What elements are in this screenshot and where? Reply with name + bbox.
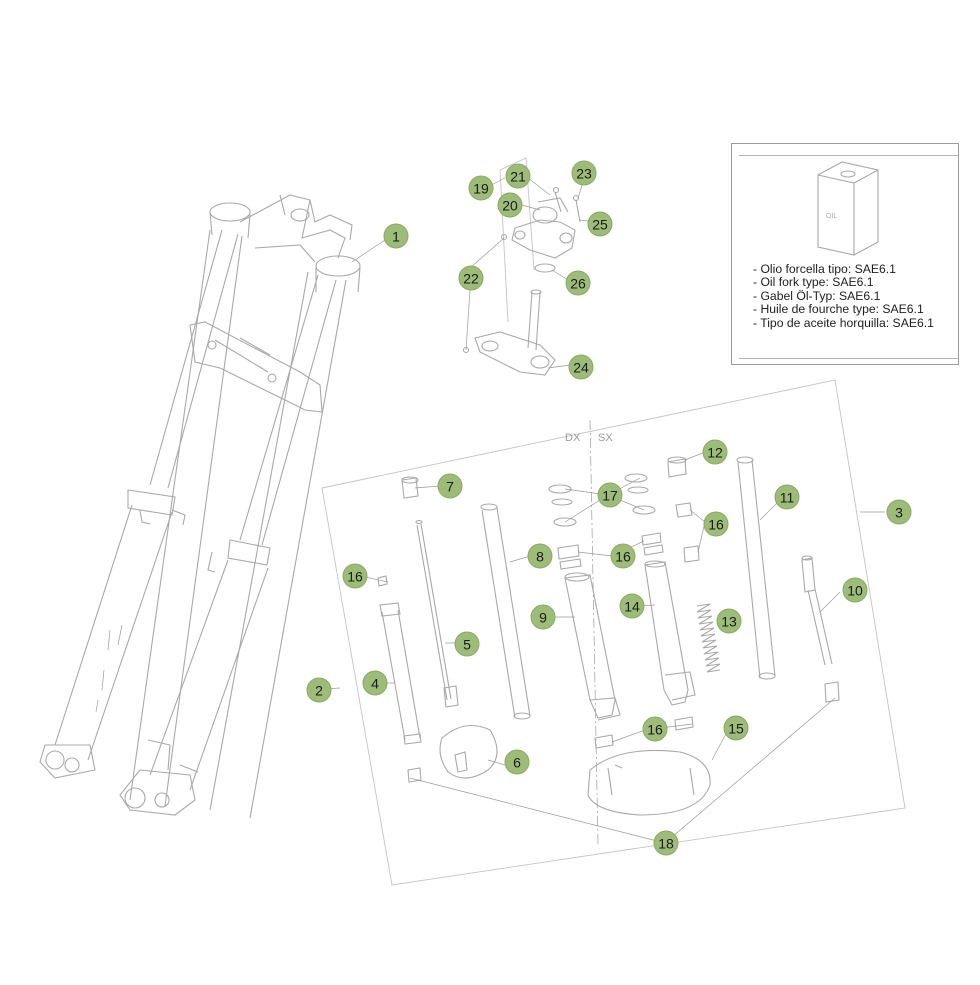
callout-number: 12 <box>707 445 723 461</box>
oil-info-line: - Oil fork type: SAE6.1 <box>753 275 874 290</box>
callout-bubble <box>383 223 409 249</box>
callout-number: 18 <box>658 836 674 852</box>
callout-number: 13 <box>721 614 737 630</box>
callout-number: 14 <box>624 599 640 615</box>
callout-group: 1234567891011121314151616161617181920212… <box>306 160 912 856</box>
callout-bubble <box>571 160 597 186</box>
callout-number: 24 <box>573 360 589 376</box>
callout-bubble <box>527 543 553 569</box>
oil-info-line: - Tipo de aceite horquilla: SAE6.1 <box>753 315 934 330</box>
steering-leaders <box>351 175 596 369</box>
callout-bubble <box>702 439 728 465</box>
callout-number: 3 <box>895 505 903 521</box>
callout-number: 10 <box>847 583 863 599</box>
callout-bubble <box>497 192 523 218</box>
callout-bubble <box>587 211 613 237</box>
callout-bubble <box>504 749 530 775</box>
callout-bubble <box>619 593 645 619</box>
callout-bubble <box>565 270 591 296</box>
callout-number: 1 <box>392 229 400 245</box>
callout-bubble <box>642 716 668 742</box>
callout-number: 11 <box>780 490 795 506</box>
callout-number: 16 <box>708 517 724 533</box>
callout-number: 21 <box>510 169 526 185</box>
callout-bubble <box>774 484 800 510</box>
label-dx: DX <box>565 432 581 444</box>
callout-number: 17 <box>602 488 618 504</box>
callout-number: 15 <box>728 721 744 737</box>
callout-number: 16 <box>647 722 663 738</box>
callout-number: 16 <box>615 549 631 565</box>
callout-number: 6 <box>513 755 521 771</box>
oil-info-line: - Huile de fourche type: SAE6.1 <box>753 302 924 317</box>
callout-bubble <box>723 715 749 741</box>
oil-info-line: - Olio forcella tipo: SAE6.1 <box>753 262 896 276</box>
callout-number: 20 <box>502 198 518 214</box>
callout-bubble <box>597 482 623 508</box>
callout-bubble <box>437 473 463 499</box>
callout-bubble <box>653 830 679 856</box>
callout-number: 22 <box>463 271 479 287</box>
callout-bubble <box>362 670 388 696</box>
oil-can-label: OIL <box>826 213 837 220</box>
callout-number: 2 <box>315 683 323 699</box>
callout-bubble <box>342 563 368 589</box>
callout-bubble <box>716 608 742 634</box>
callout-bubble <box>454 631 480 657</box>
label-sx: SX <box>598 432 613 444</box>
oil-can-icon: OIL <box>817 161 879 256</box>
callout-bubble <box>886 499 912 525</box>
oil-info-box <box>731 143 959 365</box>
callout-number: 4 <box>371 676 379 692</box>
callout-number: 19 <box>473 181 489 197</box>
callout-number: 25 <box>592 217 608 233</box>
callout-number: 23 <box>576 166 592 182</box>
callout-number: 16 <box>347 569 363 585</box>
callout-bubble <box>703 511 729 537</box>
callout-bubble <box>468 175 494 201</box>
callout-bubble <box>458 265 484 291</box>
callout-bubble <box>306 677 332 703</box>
callout-bubble <box>505 163 531 189</box>
callout-number: 7 <box>446 479 454 495</box>
exploded-frame: DX SX <box>307 379 906 886</box>
callout-bubble <box>568 354 594 380</box>
callout-bubble <box>530 604 556 630</box>
callout-number: 5 <box>463 637 471 653</box>
oil-info-list: - Olio forcella tipo: SAE6.1 - Oil fork … <box>753 262 934 330</box>
oil-info-line: - Gabel Öl-Typ: SAE6.1 <box>753 288 881 303</box>
oil-info-inner-frame <box>739 155 959 359</box>
callout-bubble <box>842 577 868 603</box>
front-fork-assembly <box>39 194 361 819</box>
callout-number: 9 <box>539 610 547 626</box>
callout-number: 8 <box>536 549 544 565</box>
callout-bubble <box>610 543 636 569</box>
callout-number: 26 <box>570 276 586 292</box>
